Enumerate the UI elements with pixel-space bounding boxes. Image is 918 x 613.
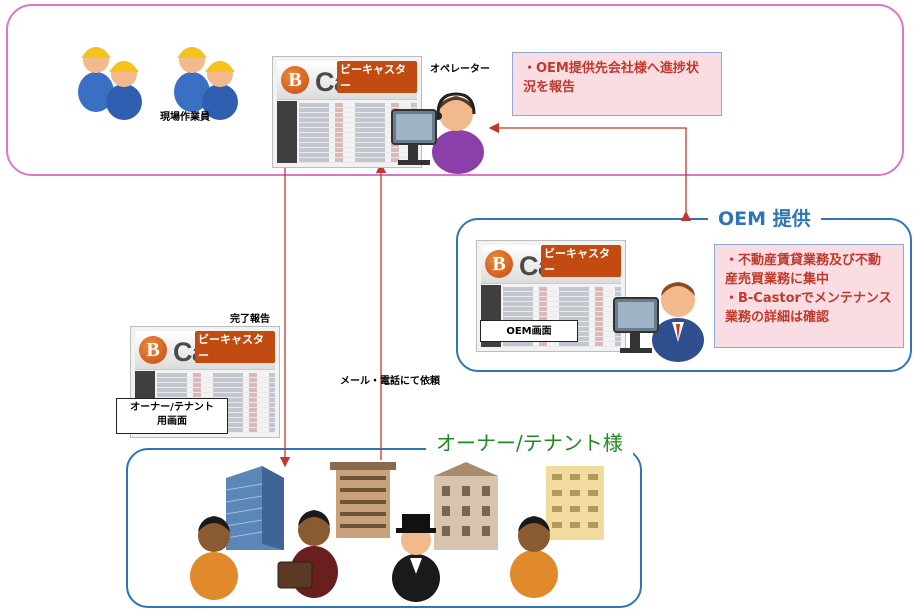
operator-label: オペレーター <box>430 64 490 75</box>
progress-report-note: ・OEM提供先会社様へ進捗状況を報告 <box>512 52 722 116</box>
b-castor-logo-oem: B Castor ビーキャスター <box>481 245 621 284</box>
oem-businessman-at-computer-icon <box>613 282 704 362</box>
completion-report-label: 完了報告 <box>230 314 270 325</box>
owners-tenants-illustration <box>190 462 604 602</box>
field-workers-label: 現場作業員 <box>160 112 210 123</box>
owner-region-frame <box>126 448 642 608</box>
oem-report-arrow <box>488 122 692 222</box>
oem-notes: ・不動産賃貸業務及び不動産売買業務に集中 ・B-Castorでメンテナンス業務の… <box>714 244 904 348</box>
man-owner-icon <box>510 516 558 598</box>
b-castor-logo: B Castor ビーキャスター <box>277 61 417 100</box>
owner-region-title: オーナー/テナント様 <box>426 427 633 456</box>
classic-building-icon <box>434 462 498 550</box>
glass-office-building-icon <box>225 466 284 550</box>
apartment-building-icon <box>330 462 396 538</box>
b-castor-logo-owner: B Castor ビーキャスター <box>135 331 275 370</box>
request-label: メール・電話にて依頼 <box>340 376 440 387</box>
operator-with-headset-icon <box>391 92 484 174</box>
field-workers-icon <box>78 47 238 120</box>
businessman-with-briefcase-icon <box>277 510 338 598</box>
gentleman-with-top-hat-icon <box>392 514 440 602</box>
operator-screen-thumbnail: B Castor ビーキャスター <box>272 56 422 168</box>
residential-tower-icon <box>546 466 604 540</box>
oem-screen-caption: OEM画面 <box>480 320 578 342</box>
oem-note-2: ・B-Castorでメンテナンス業務の詳細は確認 <box>725 291 892 325</box>
owner-screen-caption: オーナー/テナント 用画面 <box>116 398 228 434</box>
oem-note-1: ・不動産賃貸業務及び不動産売買業務に集中 <box>725 253 882 287</box>
oem-region-title: OEM 提供 <box>708 204 821 231</box>
woman-owner-icon <box>190 516 238 600</box>
operator-region-frame <box>6 4 904 176</box>
